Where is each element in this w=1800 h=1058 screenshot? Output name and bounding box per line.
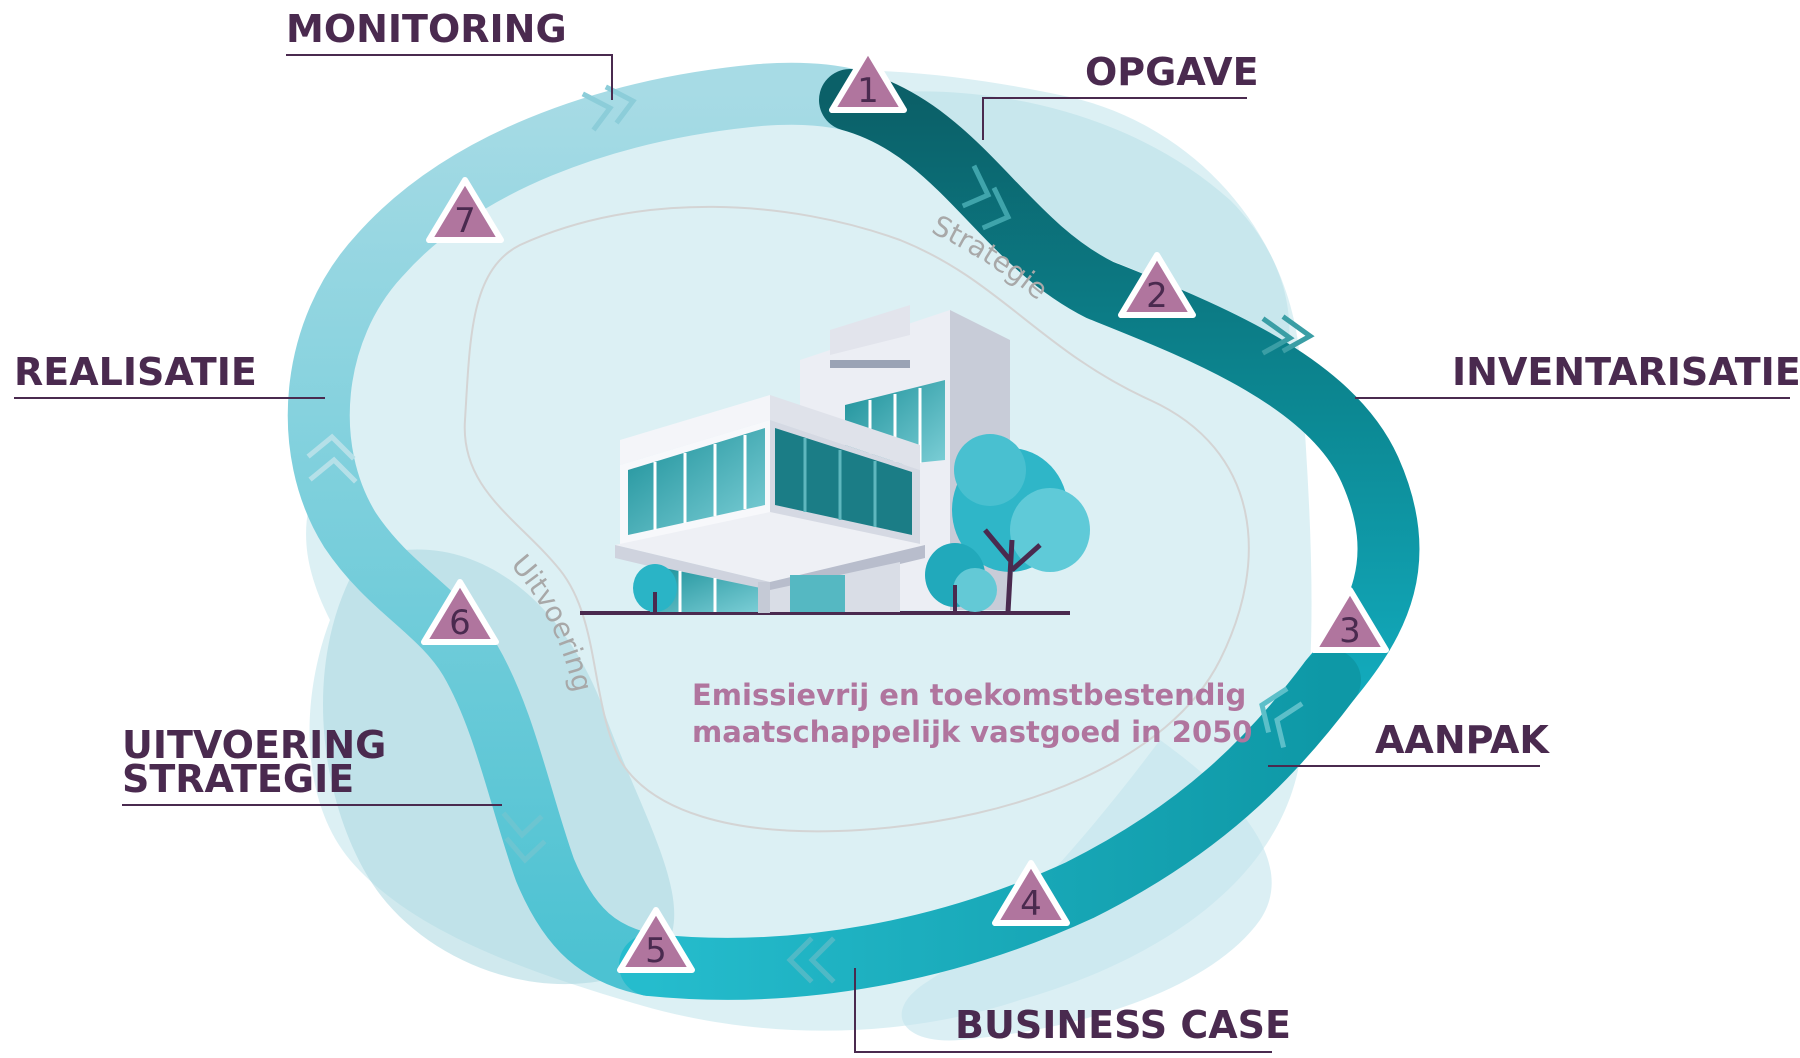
chevron-right-icon (581, 84, 637, 132)
svg-text:1: 1 (857, 71, 879, 111)
svg-text:BUSINESS CASE: BUSINESS CASE (955, 1003, 1291, 1047)
step-marker-1: 1 (829, 47, 907, 113)
svg-text:UITVOERING: UITVOERING (122, 723, 386, 767)
svg-text:INVENTARISATIE: INVENTARISATIE (1452, 350, 1800, 394)
cycle-band (287, 62, 1420, 1000)
svg-text:STRATEGIE: STRATEGIE (122, 757, 354, 801)
chevron-right-icon (1261, 314, 1315, 356)
svg-text:6: 6 (449, 603, 471, 643)
svg-text:AANPAK: AANPAK (1375, 718, 1550, 762)
svg-text:5: 5 (645, 931, 667, 971)
band-segment-inventarisatie (819, 69, 1420, 711)
band-segment-realisatie (287, 62, 881, 996)
tree-icon (633, 564, 677, 612)
step-marker-2: 2 (1118, 252, 1196, 318)
chevron-down-icon (961, 164, 1012, 231)
svg-text:OPGAVE: OPGAVE (1085, 50, 1259, 94)
svg-text:MONITORING: MONITORING (286, 7, 567, 51)
center-statement-line2: maatschappelijk vastgoed in 2050 (692, 715, 1252, 749)
step-marker-6: 6 (421, 579, 499, 645)
center-statement-line1: Emissievrij en toekomstbestendig (692, 678, 1246, 712)
svg-text:4: 4 (1020, 884, 1042, 924)
phase-business-case: BUSINESS CASE (854, 968, 1291, 1053)
step-marker-5: 5 (617, 907, 695, 973)
chevron-up-icon (501, 811, 547, 864)
chevron-left-icon (786, 936, 836, 984)
svg-text:REALISATIE: REALISATIE (14, 350, 257, 394)
phase-aanpak: AANPAK (1268, 718, 1550, 767)
tree-icon (925, 543, 997, 612)
phase-realisatie: REALISATIE (14, 350, 325, 399)
inner-contour (463, 205, 1250, 833)
band-segment-business-case (619, 649, 1361, 1000)
svg-text:2: 2 (1146, 276, 1168, 316)
step-marker-7: 7 (426, 177, 504, 243)
phase-inventarisatie: INVENTARISATIE (1355, 350, 1800, 399)
phase-uitvoering-strategie: UITVOERING STRATEGIE (122, 723, 502, 806)
svg-text:3: 3 (1339, 611, 1361, 651)
phase-opgave: OPGAVE (982, 50, 1259, 140)
step-marker-4: 4 (992, 860, 1070, 926)
phase-monitoring: MONITORING (286, 7, 613, 100)
svg-text:7: 7 (454, 201, 476, 241)
chevron-up-icon (306, 433, 358, 484)
tree-icon (952, 434, 1090, 613)
direction-chevrons (306, 84, 1315, 984)
chevron-down-left-icon (1259, 686, 1304, 749)
step-marker-3: 3 (1311, 587, 1389, 653)
